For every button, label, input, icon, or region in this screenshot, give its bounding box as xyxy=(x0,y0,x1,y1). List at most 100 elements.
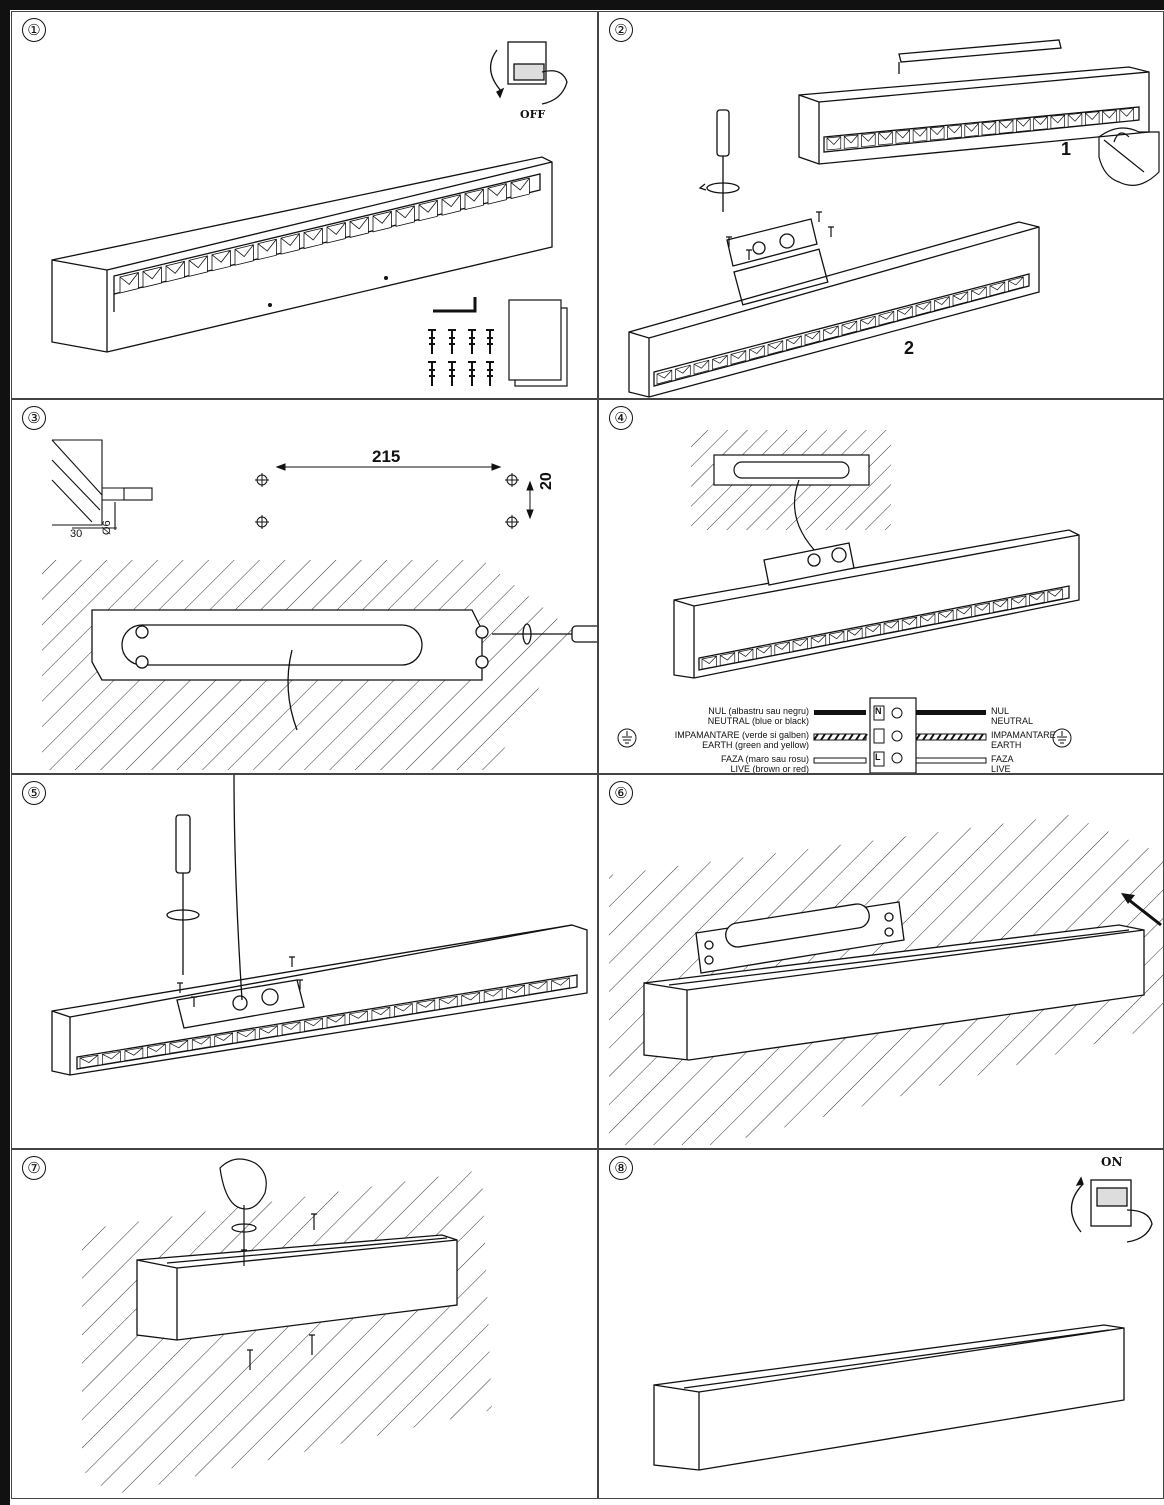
step-8-panel: ⑧ ON xyxy=(598,1149,1164,1499)
louver-cell xyxy=(142,266,162,288)
earth-left-text: IMPAMANTARE (verde si galben)EARTH (gree… xyxy=(674,730,809,750)
step-7-illustration xyxy=(82,1158,492,1495)
step-4-panel: ④ xyxy=(598,399,1164,774)
step-number: ② xyxy=(609,18,633,42)
live-left-text: FAZA (maro sau rosu)LIVE (brown or red) xyxy=(720,754,809,774)
louver-cell xyxy=(915,301,932,316)
louver-cell xyxy=(952,291,969,307)
hole-pattern xyxy=(255,463,534,529)
louver-cell xyxy=(865,623,881,638)
hand-hex-key-icon xyxy=(1098,127,1160,186)
switch-off-icon xyxy=(490,41,568,105)
louver-cell xyxy=(1050,114,1066,129)
wiring-diagram xyxy=(813,697,987,773)
fixture-drawing xyxy=(643,924,1145,1061)
louver-cell xyxy=(1029,591,1045,606)
louver-cell xyxy=(169,1039,189,1054)
step-8-illustration xyxy=(653,1176,1153,1471)
louver-cell xyxy=(349,216,369,238)
louver-cell xyxy=(829,630,845,645)
dim-30: 30 xyxy=(70,528,83,540)
manual-booklet-icon xyxy=(508,299,568,387)
on-label: ON xyxy=(1101,1155,1123,1169)
louver-cell xyxy=(147,1043,166,1058)
louver-cell xyxy=(861,132,876,148)
louver-cell xyxy=(901,616,918,631)
louver-cell xyxy=(119,272,139,294)
fixture-drawing xyxy=(136,1234,458,1341)
screwdriver-icon xyxy=(166,814,200,975)
louver-cell xyxy=(1008,276,1024,292)
louver-cell xyxy=(897,305,913,321)
drill-detail-drawing xyxy=(51,439,153,530)
louver-cell xyxy=(487,183,507,205)
louver-cell xyxy=(912,127,928,143)
louver-cell xyxy=(895,129,911,144)
louver-cell xyxy=(701,655,717,670)
step-3-illustration xyxy=(42,439,597,770)
louver-cell xyxy=(1102,109,1117,124)
step-number: ⑧ xyxy=(609,1156,633,1180)
louver-cell xyxy=(124,1047,144,1062)
louver-cell xyxy=(792,637,808,652)
part-1-label: 1 xyxy=(1061,139,1072,159)
louver-cell xyxy=(349,1010,368,1025)
mounting-bracket-drawing xyxy=(91,609,489,731)
screw-icon xyxy=(486,329,494,354)
louver-cell xyxy=(326,222,346,244)
step-7-panel: ⑦ xyxy=(11,1149,598,1499)
step-1-illustration xyxy=(51,41,568,387)
part-2-label: 2 xyxy=(904,338,915,358)
louver-cell xyxy=(847,627,863,642)
louver-cell xyxy=(786,335,802,351)
step-6-panel: ⑥ xyxy=(598,774,1164,1149)
louver-cell xyxy=(756,645,772,659)
screw-icon xyxy=(468,361,476,386)
fixture-drawing xyxy=(673,529,1080,679)
screw-icon xyxy=(428,361,436,386)
louver-cell xyxy=(280,233,300,255)
louver-cell xyxy=(938,609,954,624)
louver-cell xyxy=(506,984,525,999)
louver-cell xyxy=(823,325,839,341)
step-number: ④ xyxy=(609,406,633,430)
step-number: ③ xyxy=(22,406,46,430)
louver-cell xyxy=(730,350,747,365)
louver-cell xyxy=(998,119,1014,134)
louver-cell xyxy=(1016,117,1031,133)
louver-cell xyxy=(191,1036,211,1051)
screws-icon xyxy=(177,956,303,1007)
louver-cell xyxy=(165,260,185,283)
louver-cell xyxy=(438,995,458,1010)
louver-cell xyxy=(188,255,208,277)
louver-cell xyxy=(920,613,936,627)
step-5-panel: ⑤ xyxy=(11,774,598,1149)
step-number: ⑥ xyxy=(609,781,633,805)
louver-cell xyxy=(883,620,899,634)
louver-cell xyxy=(234,244,254,266)
fixture-drawing xyxy=(653,1324,1125,1471)
louver-cell xyxy=(810,634,827,649)
louver-cell xyxy=(675,364,691,380)
terminal-n: N xyxy=(875,706,882,716)
louver-cell xyxy=(257,238,277,261)
screw-icon xyxy=(448,361,456,386)
louver-cell xyxy=(79,1054,99,1069)
screw-icon xyxy=(468,329,476,354)
louver-cell xyxy=(860,315,876,331)
louver-cell xyxy=(971,286,987,302)
louver-cell xyxy=(841,320,858,336)
step-number: ⑦ xyxy=(22,1156,46,1180)
louver-cell xyxy=(656,369,673,385)
louver-cell xyxy=(211,249,231,272)
louver-cell xyxy=(281,1021,301,1036)
screws-icon xyxy=(428,329,494,386)
louver-cell xyxy=(749,345,765,360)
step-1-panel: ① xyxy=(11,11,598,399)
louver-cell xyxy=(712,354,728,370)
louver-cell xyxy=(304,1017,323,1032)
louver-cell xyxy=(395,205,415,227)
